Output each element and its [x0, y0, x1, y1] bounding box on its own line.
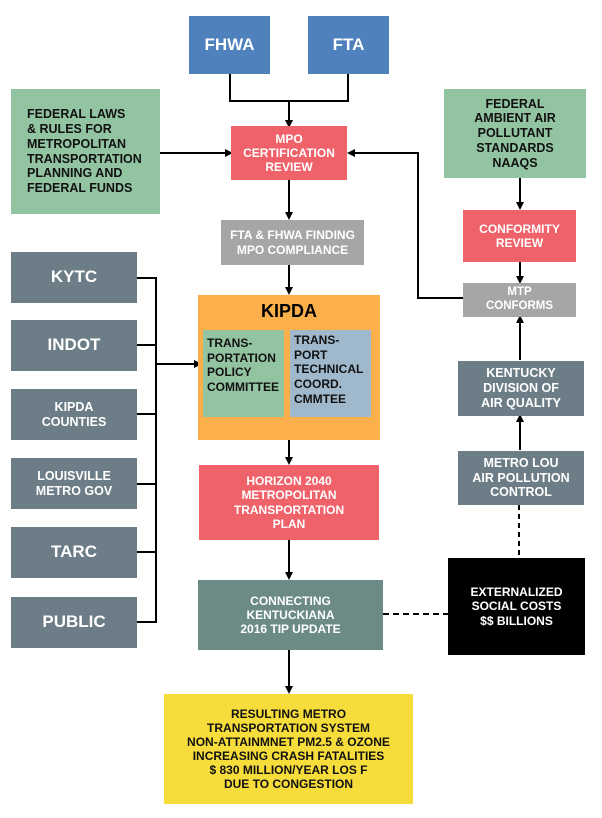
node-naaqs-line: FEDERAL: [485, 96, 545, 111]
node-policy-line: COMMITTEE: [207, 379, 279, 394]
node-kipda-counties-line: COUNTIES: [41, 414, 107, 429]
node-transportation-policy-committee: TRANS- PORTATION POLICY COMMITTEE: [203, 330, 284, 417]
node-finding-line: MPO COMPLIANCE: [236, 242, 349, 257]
node-mpo-cert-line: CERTIFICATION: [243, 145, 335, 160]
node-federal-laws-line: METROPOLITAN: [27, 136, 127, 151]
node-transport-technical-committee: TRANS- PORT TECHNICAL COORD. CMMTEE: [290, 330, 371, 417]
node-kipda: KIPDA TRANS- PORTATION POLICY COMMITTEE …: [198, 295, 380, 440]
node-fta: FTA: [308, 16, 389, 74]
node-naaqs-line: NAAQS: [492, 155, 538, 170]
node-technical-line: PORT: [294, 347, 328, 362]
node-metro-lou-line: AIR POLLUTION: [472, 470, 570, 485]
node-technical-line: CMMTEE: [294, 391, 346, 406]
node-indot-line: INDOT: [47, 335, 101, 355]
node-federal-laws: FEDERAL LAWS & RULES FOR METROPOLITAN TR…: [11, 89, 160, 214]
node-naaqs-line: POLLUTANT: [477, 126, 553, 141]
node-policy-line: POLICY: [207, 365, 252, 380]
node-fhwa: FHWA: [189, 16, 270, 74]
node-finding-line: FTA & FHWA FINDING: [230, 228, 355, 243]
node-louisville-line: LOUISVILLE: [37, 468, 111, 483]
node-technical-line: TRANS-: [294, 333, 340, 347]
node-mtp-conforms-line: CONFORMS: [485, 300, 554, 312]
node-technical-line: COORD.: [294, 376, 342, 391]
node-resulting-line: $ 830 MILLION/YEAR LOS F: [209, 763, 368, 778]
node-ky-air-line: AIR QUALITY: [481, 395, 561, 410]
node-conformity-line: CONFORMITY: [479, 221, 560, 236]
node-connecting-line: 2016 TIP UPDATE: [240, 622, 341, 637]
node-fhwa-line: FHWA: [204, 34, 255, 54]
node-kipda-counties-line: KIPDA: [54, 399, 94, 414]
node-resulting-line: NON-ATTAINMNET PM2.5 & OZONE: [187, 734, 390, 749]
node-connecting-kentuckiana-tip: CONNECTING KENTUCKIANA 2016 TIP UPDATE: [198, 580, 383, 650]
kipda-title: KIPDA: [260, 301, 317, 321]
node-connecting-line: KENTUCKIANA: [246, 607, 335, 622]
node-federal-laws-line: FEDERAL FUNDS: [27, 181, 133, 195]
node-public: PUBLIC: [11, 597, 137, 648]
node-resulting-line: DUE TO CONGESTION: [223, 777, 354, 792]
node-technical-line: TECHNICAL: [294, 362, 364, 377]
node-mtp-conforms: MTP CONFORMS: [463, 283, 576, 317]
node-federal-laws-line: TRANSPORTATION: [27, 151, 142, 166]
node-horizon-line: TRANSPORTATION: [233, 502, 345, 517]
node-federal-laws-line: FEDERAL LAWS: [27, 107, 126, 122]
node-horizon-line: PLAN: [272, 516, 306, 531]
edge-fhwa-to-mpo-cert: [229, 74, 293, 128]
node-louisville-line: METRO GOV: [35, 483, 113, 498]
node-externalized-line: EXTERNALIZED: [470, 585, 563, 600]
node-resulting-line: INCREASING CRASH FATALITIES: [192, 749, 385, 763]
node-externalized-line: $$ BILLIONS: [480, 613, 553, 628]
node-mpo-cert-line: REVIEW: [265, 160, 313, 175]
bracket-agencies: [137, 277, 157, 623]
node-policy-line: TRANS-: [207, 336, 253, 350]
node-policy-line: PORTATION: [207, 350, 276, 365]
node-conformity-review: CONFORMITY REVIEW: [463, 210, 576, 262]
node-horizon-line: HORIZON 2040: [246, 474, 332, 489]
node-metro-lou-air-pollution-control: METRO LOU AIR POLLUTION CONTROL: [458, 451, 584, 505]
edge-mtp-conforms-to-mpo-cert: [347, 149, 463, 299]
node-externalized-social-costs: EXTERNALIZED SOCIAL COSTS $$ BILLIONS: [448, 558, 585, 655]
node-kipda-counties: KIPDA COUNTIES: [11, 389, 137, 440]
node-resulting-line: RESULTING METRO: [230, 706, 347, 721]
node-mpo-certification-review: MPO CERTIFICATION REVIEW: [231, 126, 347, 180]
node-tarc-line: TARC: [51, 542, 97, 562]
node-horizon-2040-plan: HORIZON 2040 METROPOLITAN TRANSPORTATION…: [199, 465, 379, 540]
node-externalized-line: SOCIAL COSTS: [471, 599, 562, 614]
node-conformity-line: REVIEW: [495, 236, 544, 250]
edge-fta-to-mpo-cert: [289, 74, 349, 102]
node-kentucky-division-air-quality: KENTUCKY DIVISION OF AIR QUALITY: [458, 361, 584, 416]
node-public-line: PUBLIC: [42, 612, 106, 632]
node-mpo-cert-line: MPO: [275, 131, 303, 146]
node-ky-air-line: KENTUCKY: [486, 366, 556, 381]
node-kytc: KYTC: [11, 252, 137, 303]
node-kytc-line: KYTC: [50, 267, 98, 287]
node-fta-fhwa-finding: FTA & FHWA FINDING MPO COMPLIANCE: [221, 220, 364, 265]
node-naaqs: FEDERAL AMBIENT AIR POLLUTANT STANDARDS …: [444, 89, 586, 178]
node-resulting-metro-system: RESULTING METRO TRANSPORTATION SYSTEM NO…: [164, 694, 413, 804]
node-ky-air-line: DIVISION OF: [483, 381, 559, 396]
node-metro-lou-line: CONTROL: [490, 485, 552, 500]
node-mtp-conforms-line: MTP: [507, 286, 532, 299]
node-federal-laws-line: PLANNING AND: [27, 166, 123, 181]
node-horizon-line: METROPOLITAN: [241, 488, 337, 503]
node-indot: INDOT: [11, 320, 137, 371]
node-connecting-line: CONNECTING: [250, 593, 331, 608]
node-naaqs-line: AMBIENT AIR: [474, 111, 556, 126]
node-metro-lou-line: METRO LOU: [483, 455, 559, 470]
node-resulting-line: TRANSPORTATION SYSTEM: [207, 720, 370, 735]
node-tarc: TARC: [11, 527, 137, 578]
node-naaqs-line: STANDARDS: [476, 140, 554, 155]
node-federal-laws-line: & RULES FOR: [27, 122, 112, 136]
node-fta-line: FTA: [332, 34, 365, 54]
node-louisville-metro-gov: LOUISVILLE METRO GOV: [11, 458, 137, 509]
